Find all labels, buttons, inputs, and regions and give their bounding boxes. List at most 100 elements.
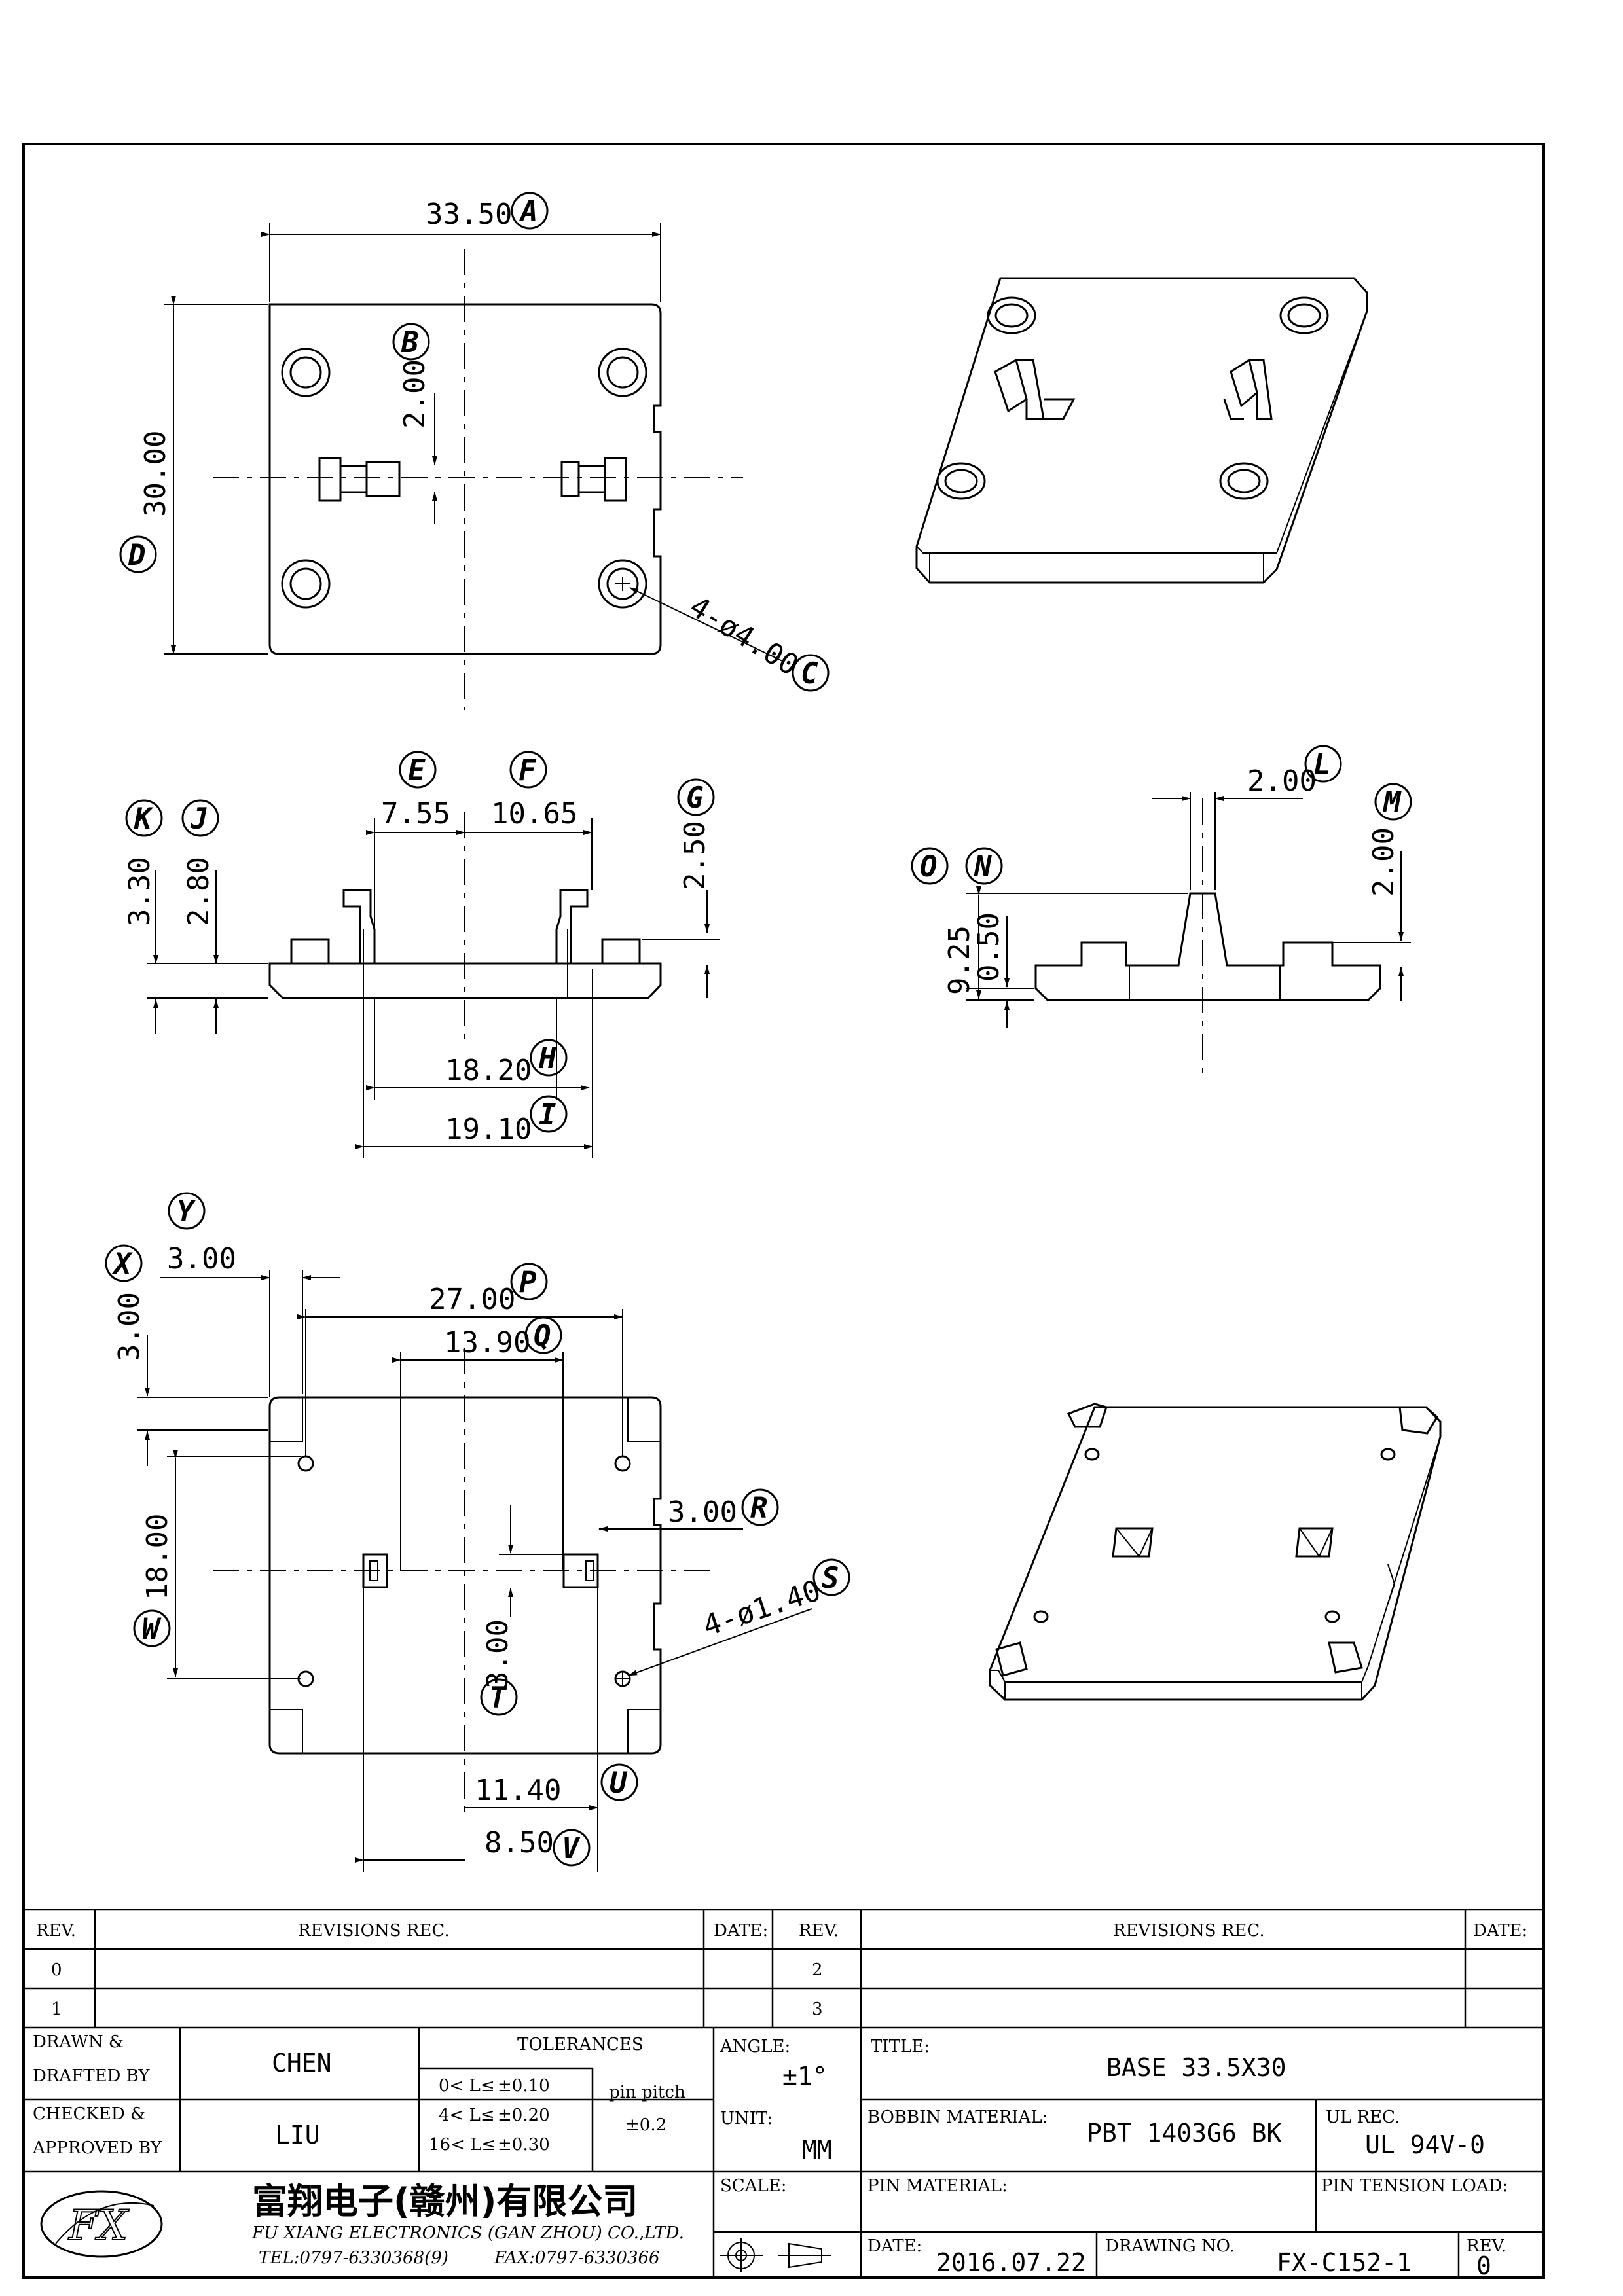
dim-v-value: 8.50 bbox=[484, 1826, 554, 1859]
pin-pitch-label: pin pitch bbox=[609, 2083, 685, 2102]
dim-p-value: 27.00 bbox=[429, 1283, 515, 1316]
company-tel: TEL:0797-6330368(9) bbox=[259, 2248, 448, 2268]
dim-b-value: 2.00 bbox=[398, 359, 431, 429]
fx-logo bbox=[40, 2190, 163, 2258]
drawing-label: DRAWING NO. bbox=[1105, 2236, 1235, 2256]
label-j: J bbox=[190, 802, 208, 836]
label-i: I bbox=[539, 1098, 556, 1132]
pin-material-label: PIN MATERIAL: bbox=[867, 2176, 1008, 2196]
label-o: O bbox=[920, 850, 938, 884]
projection-symbol bbox=[720, 2238, 831, 2272]
dim-x-value: 3.00 bbox=[113, 1292, 146, 1361]
label-u: U bbox=[610, 1767, 628, 1800]
label-x: X bbox=[111, 1247, 133, 1281]
date-value: 2016.07.22 bbox=[936, 2248, 1086, 2277]
tol-val-1: ±0.20 bbox=[498, 2106, 550, 2125]
bobbin-label: BOBBIN MATERIAL: bbox=[867, 2108, 1048, 2127]
rev-row-1: 1 bbox=[51, 2000, 62, 2019]
isometric-top-view bbox=[915, 277, 1368, 584]
angle-label: ANGLE: bbox=[720, 2037, 790, 2056]
dim-j-value: 2.80 bbox=[182, 857, 215, 926]
rev-value: 0 bbox=[1476, 2251, 1491, 2280]
mounting-boss bbox=[281, 348, 647, 609]
dim-s-value: 4-ø1.40 bbox=[699, 1574, 825, 1643]
label-k: K bbox=[134, 802, 154, 836]
label-l: L bbox=[1313, 748, 1331, 781]
label-v: V bbox=[562, 1832, 581, 1865]
drawn-label-2: DRAFTED BY bbox=[33, 2066, 150, 2086]
label-e: E bbox=[408, 754, 426, 787]
pin-slot bbox=[318, 457, 627, 502]
ul-label: UL REC. bbox=[1326, 2108, 1400, 2127]
title-label: TITLE: bbox=[871, 2037, 930, 2056]
sheet-border bbox=[22, 143, 1545, 2279]
leader-c bbox=[629, 587, 783, 662]
tol-val-2: ±0.30 bbox=[498, 2135, 550, 2155]
dim-f-value: 10.65 bbox=[491, 797, 577, 831]
tol-range-0: 0< L≤ bbox=[439, 2076, 495, 2096]
tol-range-1: 4< L≤ bbox=[439, 2106, 495, 2125]
ul-value: UL 94V-0 bbox=[1365, 2130, 1485, 2159]
rev-row-3: 3 bbox=[812, 2000, 823, 2019]
rev-row-0: 0 bbox=[51, 1960, 62, 1980]
label-a: A bbox=[519, 195, 538, 228]
label-t: T bbox=[489, 1681, 507, 1715]
dim-d-value: 30.00 bbox=[139, 431, 172, 517]
date-header-right: DATE: bbox=[1473, 1921, 1527, 1941]
rev-label: REV. bbox=[1467, 2236, 1506, 2256]
dim-q-value: 13.90 bbox=[444, 1326, 530, 1359]
dim-r-value: 3.00 bbox=[668, 1496, 737, 1529]
label-w: W bbox=[142, 1613, 162, 1646]
rev-header-right: REV. bbox=[799, 1921, 839, 1941]
rev-row-2: 2 bbox=[812, 1960, 823, 1980]
label-p: P bbox=[519, 1266, 537, 1299]
drawn-by: CHEN bbox=[272, 2049, 332, 2077]
date-header-left: DATE: bbox=[714, 1921, 768, 1941]
revisions-header-left: REVISIONS REC. bbox=[298, 1921, 450, 1941]
dim-e-value: 7.55 bbox=[381, 797, 450, 831]
tol-range-2: 16< L≤ bbox=[429, 2135, 496, 2155]
company-en: FU XIANG ELECTRONICS (GAN ZHOU) CO.,LTD. bbox=[251, 2223, 684, 2243]
date-label: DATE: bbox=[867, 2236, 922, 2256]
pin-tension-label: PIN TENSION LOAD: bbox=[1321, 2176, 1508, 2196]
title-block-grid bbox=[24, 1909, 1544, 2278]
title-value: BASE 33.5X30 bbox=[1106, 2053, 1286, 2082]
unit-value: MM bbox=[802, 2136, 832, 2164]
logo-text: FX bbox=[68, 2202, 129, 2250]
side-view bbox=[966, 792, 1411, 1073]
drawing-value: FX-C152-1 bbox=[1277, 2248, 1412, 2277]
label-y: Y bbox=[177, 1195, 196, 1229]
label-r: R bbox=[750, 1492, 768, 1525]
dim-n-value: 0.50 bbox=[972, 912, 1006, 982]
dim-y-value: 3.00 bbox=[167, 1242, 236, 1276]
tolerances-header: TOLERANCES bbox=[517, 2035, 644, 2054]
dim-o-value: 9.25 bbox=[943, 925, 976, 995]
drawn-label-1: DRAWN & bbox=[33, 2032, 124, 2052]
centerline bbox=[213, 249, 743, 710]
scale-label: SCALE: bbox=[720, 2176, 787, 2196]
front-view bbox=[147, 812, 720, 1158]
dim-l-value: 2.00 bbox=[1247, 764, 1317, 798]
dim-u-value: 11.40 bbox=[475, 1774, 561, 1807]
dim-c-value: 4-ø4.00 bbox=[684, 590, 804, 683]
label-d: D bbox=[128, 539, 146, 572]
angle-value: ±1° bbox=[782, 2062, 828, 2090]
label-s: S bbox=[822, 1562, 839, 1595]
label-c: C bbox=[801, 657, 818, 691]
unit-label: UNIT: bbox=[720, 2109, 773, 2128]
revisions-header-right: REVISIONS REC. bbox=[1113, 1921, 1265, 1941]
dim-i-value: 19.10 bbox=[445, 1113, 532, 1146]
label-n: N bbox=[974, 850, 992, 884]
dim-t-value: 3.00 bbox=[481, 1619, 515, 1689]
dim-m-value: 2.00 bbox=[1367, 827, 1400, 897]
label-g: G bbox=[686, 781, 704, 815]
label-f: F bbox=[519, 754, 537, 787]
label-b: B bbox=[401, 326, 419, 359]
company-fax: FAX:0797-6330366 bbox=[494, 2248, 660, 2268]
label-bubbles bbox=[105, 192, 1412, 1867]
dim-w-value: 18.00 bbox=[141, 1514, 174, 1600]
label-q: Q bbox=[534, 1319, 551, 1353]
dim-h-value: 18.20 bbox=[445, 1054, 532, 1087]
checked-by: LIU bbox=[275, 2121, 320, 2149]
